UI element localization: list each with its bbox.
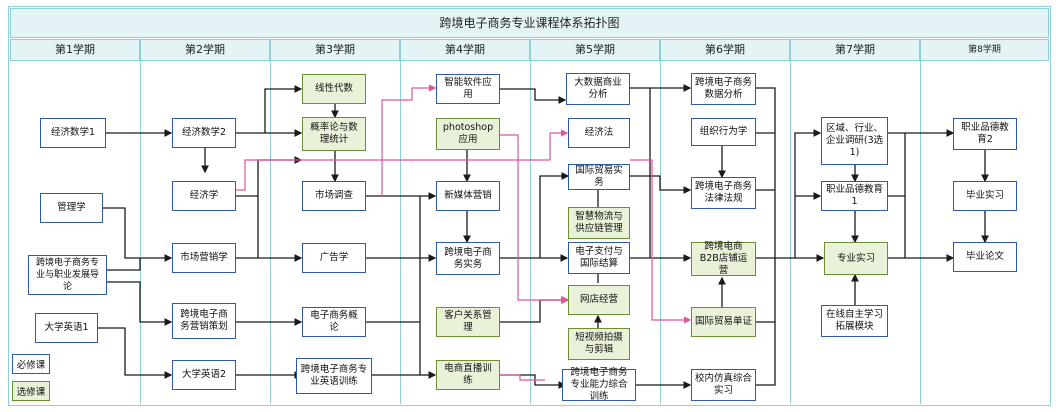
course-node[interactable]: 大数据商业分析 bbox=[566, 73, 630, 105]
column-divider bbox=[400, 61, 401, 404]
course-node[interactable]: 跨境电子商务数据分析 bbox=[691, 73, 756, 105]
column-divider bbox=[660, 61, 661, 404]
diagram-title: 跨境电子商务专业课程体系拓扑图 bbox=[10, 8, 1049, 38]
course-node[interactable]: 概率论与数理统计 bbox=[302, 117, 366, 151]
course-node[interactable]: 大学英语1 bbox=[35, 313, 98, 343]
course-node[interactable]: 网店经营 bbox=[568, 285, 630, 315]
elective-edge bbox=[500, 134, 570, 304]
edge bbox=[500, 88, 567, 104]
edge bbox=[107, 281, 173, 326]
edge bbox=[500, 296, 570, 323]
course-node[interactable]: 职业品德教育1 bbox=[821, 181, 888, 211]
course-node[interactable]: 市场调查 bbox=[302, 181, 366, 211]
course-node[interactable]: 市场营销学 bbox=[172, 243, 236, 273]
course-node[interactable]: 经济数学1 bbox=[40, 118, 106, 148]
column-divider bbox=[920, 61, 921, 404]
course-node[interactable]: 国际贸易实务 bbox=[568, 164, 630, 190]
elective-edge bbox=[236, 129, 569, 191]
column-divider bbox=[530, 61, 531, 404]
course-node[interactable]: 校内仿真综合实习 bbox=[691, 369, 756, 401]
semester-header-2: 第2学期 bbox=[140, 39, 270, 61]
course-node[interactable]: 在线自主学习拓展模块 bbox=[821, 305, 888, 337]
course-node[interactable]: 大学英语2 bbox=[172, 360, 236, 390]
edge bbox=[98, 327, 173, 379]
legend-required: 必修课 bbox=[12, 354, 50, 374]
edge bbox=[756, 87, 776, 133]
course-node[interactable]: 毕业实习 bbox=[953, 181, 1017, 211]
course-node[interactable]: photoshop应用 bbox=[436, 118, 500, 150]
course-node[interactable]: 专业实习 bbox=[824, 242, 888, 275]
course-node[interactable]: 跨境电子商务营销策划 bbox=[172, 303, 236, 339]
elective-edge bbox=[381, 84, 437, 196]
course-node[interactable]: 跨境电子商务专业与职业发展导论 bbox=[28, 255, 107, 295]
course-node[interactable]: 线性代数 bbox=[302, 74, 366, 104]
course-node[interactable]: 组织行为学 bbox=[691, 118, 756, 146]
course-node[interactable]: 跨境电子商务专业英语训练 bbox=[296, 358, 372, 394]
course-node[interactable]: 经济数学2 bbox=[172, 118, 236, 148]
course-node[interactable]: 电子支付与国际结算 bbox=[568, 242, 630, 274]
semester-header-1: 第1学期 bbox=[10, 39, 140, 61]
course-node[interactable]: 经济学 bbox=[172, 181, 236, 211]
course-node[interactable]: 智慧物流与供应链管理 bbox=[568, 207, 630, 239]
course-node[interactable]: 经济法 bbox=[568, 118, 630, 148]
column-divider bbox=[140, 61, 141, 404]
elective-edge bbox=[630, 159, 692, 324]
semester-header-3: 第3学期 bbox=[270, 39, 400, 61]
column-divider bbox=[270, 61, 271, 404]
course-node[interactable]: 跨境电子商务专业能力综合训练 bbox=[562, 367, 636, 402]
edge bbox=[539, 172, 570, 258]
edge bbox=[630, 175, 692, 194]
semester-header-5: 第5学期 bbox=[530, 39, 660, 61]
course-node[interactable]: 短视频拍摄与剪辑 bbox=[568, 328, 630, 360]
edge bbox=[103, 207, 173, 262]
course-node[interactable]: 广告学 bbox=[302, 243, 366, 273]
course-node[interactable]: 跨境电子商务法律法规 bbox=[691, 177, 756, 209]
course-node[interactable]: 电商直播训练 bbox=[436, 360, 500, 390]
course-node[interactable]: 跨境电商B2B店铺运营 bbox=[691, 241, 756, 276]
course-node[interactable]: 智能软件应用 bbox=[436, 74, 500, 104]
edge bbox=[366, 322, 421, 376]
semester-header-4: 第4学期 bbox=[400, 39, 530, 61]
semester-header-8: 第8学期 bbox=[920, 39, 1049, 61]
edge bbox=[756, 132, 776, 258]
course-node[interactable]: 跨境电子商务实务 bbox=[436, 242, 500, 275]
edge bbox=[107, 258, 141, 271]
edge bbox=[366, 258, 421, 323]
course-node[interactable]: 区域、行业、企业调研(3选1) bbox=[821, 117, 888, 165]
column-divider bbox=[790, 61, 791, 404]
course-node[interactable]: 毕业论文 bbox=[953, 242, 1017, 272]
course-node[interactable]: 电子商务概论 bbox=[302, 307, 366, 337]
edge bbox=[756, 322, 776, 386]
course-node[interactable]: 国际贸易单证 bbox=[691, 307, 756, 337]
semester-header-7: 第7学期 bbox=[790, 39, 920, 61]
edge bbox=[236, 156, 303, 197]
semester-header-6: 第6学期 bbox=[660, 39, 790, 61]
edge bbox=[756, 258, 776, 323]
course-node[interactable]: 新媒体营销 bbox=[436, 181, 500, 211]
course-node[interactable]: 职业品德教育2 bbox=[953, 118, 1017, 150]
edge bbox=[264, 85, 303, 133]
diagram-frame bbox=[8, 6, 1051, 406]
edge bbox=[794, 129, 822, 258]
elective-edge bbox=[500, 374, 545, 381]
course-node[interactable]: 客户关系管理 bbox=[436, 307, 500, 337]
legend-elective: 选修课 bbox=[12, 381, 50, 401]
course-node[interactable]: 管理学 bbox=[40, 193, 103, 223]
